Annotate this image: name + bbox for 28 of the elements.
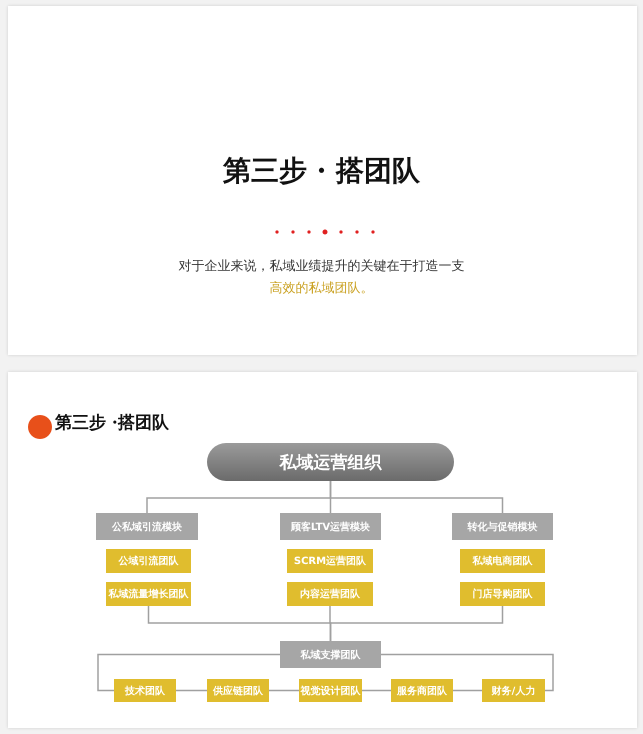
connector-line: [362, 690, 391, 692]
module-box: 转化与促销模块: [452, 513, 553, 540]
team-box: 供应链团队: [207, 679, 269, 702]
connector-line: [97, 654, 280, 692]
team-box: 服务商团队: [391, 679, 453, 702]
connector-line: [176, 690, 207, 692]
connector-line: [330, 606, 504, 641]
org-title-pill: 私域运营组织: [207, 443, 454, 481]
team-box: 公域引流团队: [106, 549, 191, 573]
support-box: 私域支撑团队: [280, 641, 381, 668]
slide-title: 第三步 · 搭团队: [222, 153, 422, 189]
module-box: 顾客LTV运营模块: [280, 513, 381, 540]
subtitle-text: 对于企业来说，私域业绩提升的关键在于打造一支: [178, 258, 466, 275]
slide-heading: 第三步 ·搭团队: [55, 412, 169, 434]
team-box: 技术团队: [114, 679, 176, 702]
connector-line: [330, 481, 504, 513]
connector-line: [381, 654, 554, 692]
team-box: 财务/人力: [482, 679, 545, 702]
highlight-text: 高效的私域团队。: [268, 280, 374, 297]
connector-line: [269, 690, 299, 692]
connector-line: [453, 690, 482, 692]
team-box: 内容运营团队: [287, 582, 373, 606]
team-box: SCRM运营团队: [287, 549, 373, 573]
team-box: 私域流量增长团队: [106, 582, 191, 606]
team-box: 门店导购团队: [460, 582, 545, 606]
module-box: 公私域引流模块: [96, 513, 198, 540]
team-box: 视觉设计团队: [299, 679, 362, 702]
team-box: 私域电商团队: [460, 549, 545, 573]
